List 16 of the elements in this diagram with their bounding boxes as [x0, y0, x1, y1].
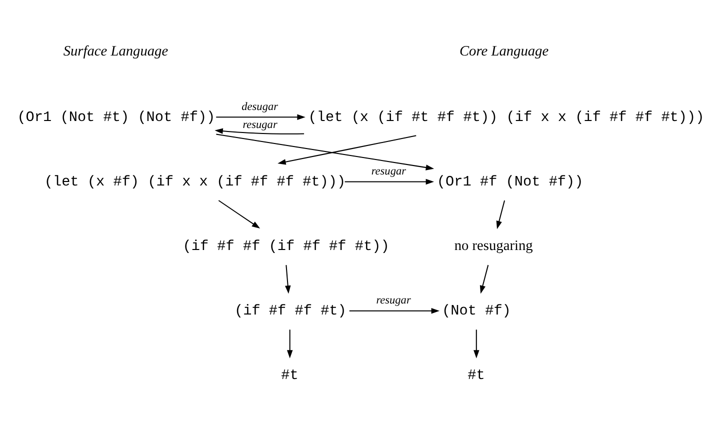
edge-label: resugar [242, 119, 277, 132]
node-text: (Or1 (Not #t) (Not #f)) [16, 110, 215, 126]
node-text: (Not #f) [442, 304, 510, 320]
edge-label: resugar [370, 165, 406, 178]
label: Surface Language [62, 43, 168, 60]
node-text: (Or1 #f (Not #f)) [436, 174, 583, 191]
node-text: (let (x (if #t #f #t)) (if x x (if #f #f #t))) [308, 110, 704, 126]
node-text: (let (x #f) (if x x (if #f #f #t))) [44, 174, 346, 191]
node-text: (if #f #f (if #f #f #t)) [182, 239, 389, 256]
edge-label: resugar [376, 294, 410, 306]
edge-label: desugar [241, 100, 278, 113]
label: Core Language [458, 43, 548, 60]
node-text: #t [467, 368, 484, 384]
node-text: #t [280, 368, 298, 384]
node-text: no resugaring [454, 238, 532, 254]
node-text: (if #f #f #t) [234, 304, 346, 320]
